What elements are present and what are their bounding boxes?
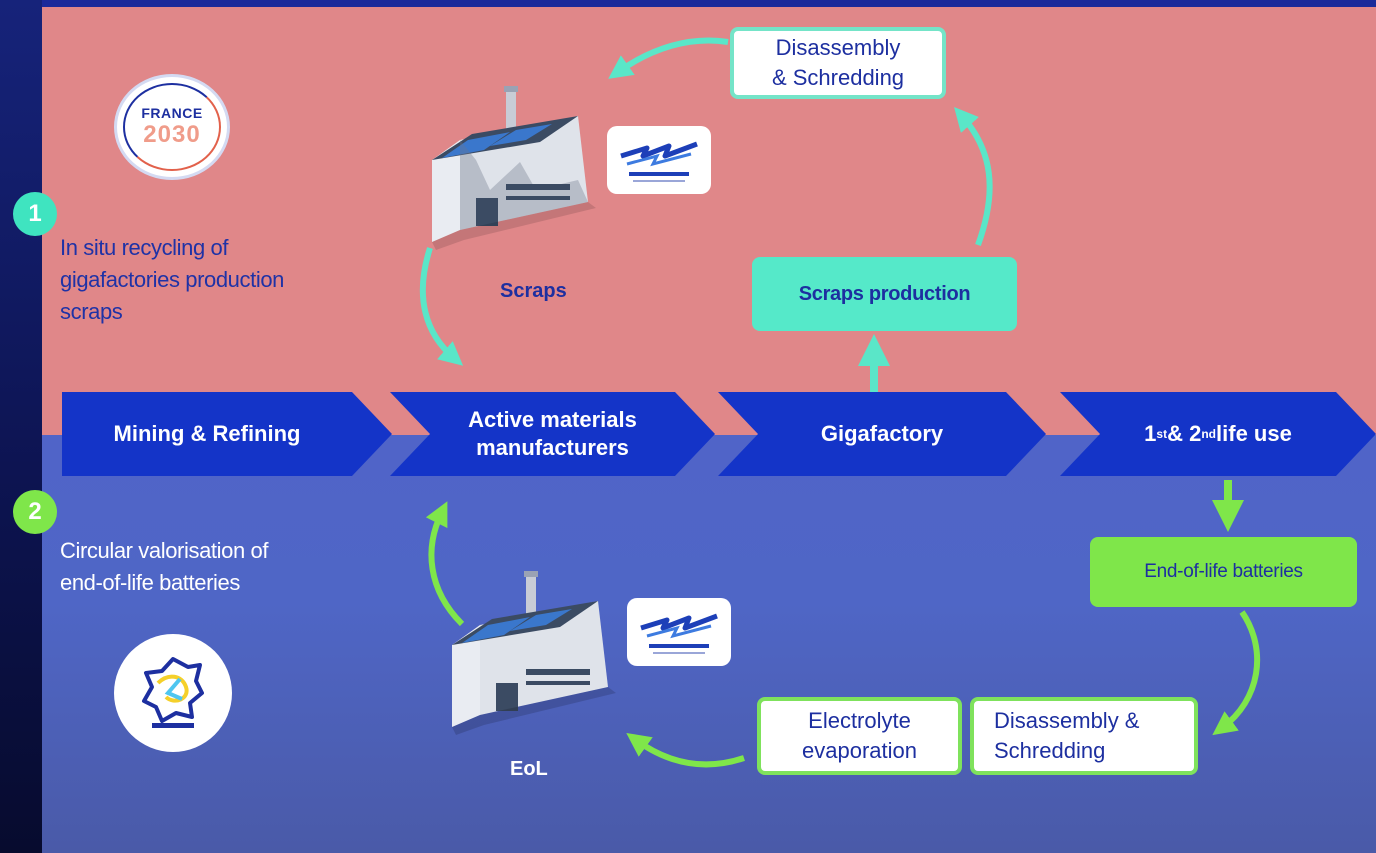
description-line: scraps (60, 299, 123, 324)
arrow-disassembly-to-scraps (608, 37, 729, 79)
disassembly-line2: & Schredding (771, 65, 905, 90)
step-number-1: 1 (13, 192, 57, 236)
electrolyte-line1: Electrolyte (808, 708, 911, 733)
chevron-gigafactory: Gigafactory (718, 392, 1046, 476)
arrow-scraps-factory-to-active-materials (419, 247, 464, 366)
description-line: In situ recycling of (60, 235, 229, 260)
description-line: end-of-life batteries (60, 570, 240, 595)
mecaware-logo-icon (640, 613, 718, 654)
france-2030-logo: FRANCE 2030 (114, 74, 230, 180)
chevron-label-line2: manufacturers (476, 435, 629, 460)
life-use-suffix: life use (1216, 421, 1292, 446)
chevron-mining-refining: Mining & Refining (62, 392, 392, 476)
region-logo (114, 634, 232, 752)
mecaware-logo-icon (620, 141, 698, 182)
logo-ring (123, 83, 221, 171)
factory-icon (452, 571, 616, 735)
factory-icon (432, 86, 596, 250)
description-line: gigafactories production (60, 267, 284, 292)
loop2-description: Circular valorisation of end-of-life bat… (60, 535, 268, 599)
partner-logo-top (607, 126, 711, 194)
arrow-scraps-production-to-disassembly (954, 106, 993, 247)
chevron-label-line1: Active materials (468, 407, 637, 432)
electrolyte-box: Electrolyte evaporation (757, 697, 962, 775)
top-border (0, 0, 1376, 7)
scraps-production-box: Scraps production (752, 257, 1017, 331)
disassembly-box-loop2: Disassembly & Schredding (970, 697, 1198, 775)
arrow-eol-batteries-to-disassembly (1212, 610, 1261, 736)
life-use-prefix1: 1 (1144, 421, 1157, 446)
factory-caption-eol: EoL (510, 758, 548, 780)
chevron-active-materials: Active materials manufacturers (390, 392, 715, 476)
loop1-zone (42, 7, 1376, 435)
chevron-label: Active materials manufacturers (410, 392, 695, 476)
chevron-label: Gigafactory (820, 421, 944, 446)
loop1-description: In situ recycling of gigafactories produ… (60, 232, 284, 328)
arrow-electrolyte-to-eol-factory (626, 732, 745, 768)
left-sidebar-band (0, 0, 42, 853)
disassembly-box-loop1: Disassembly & Schredding (730, 27, 946, 99)
region-map-icon (142, 657, 204, 728)
partner-logo-bottom (627, 598, 731, 666)
disassembly-line1: Disassembly & (994, 708, 1140, 733)
factory-caption-scraps: Scraps (500, 280, 567, 302)
chevron-label: Mining & Refining (113, 421, 301, 446)
electrolyte-line2: evaporation (802, 738, 917, 763)
eol-batteries-box: End-of-life batteries (1090, 537, 1357, 607)
disassembly-line2: Schredding (994, 738, 1106, 763)
description-line: Circular valorisation of (60, 538, 269, 563)
life-use-mid: & 2 (1167, 421, 1202, 446)
step-number-2: 2 (13, 490, 57, 534)
arrow-eol-factory-to-active-materials (425, 501, 465, 627)
disassembly-line1: Disassembly (775, 35, 901, 60)
